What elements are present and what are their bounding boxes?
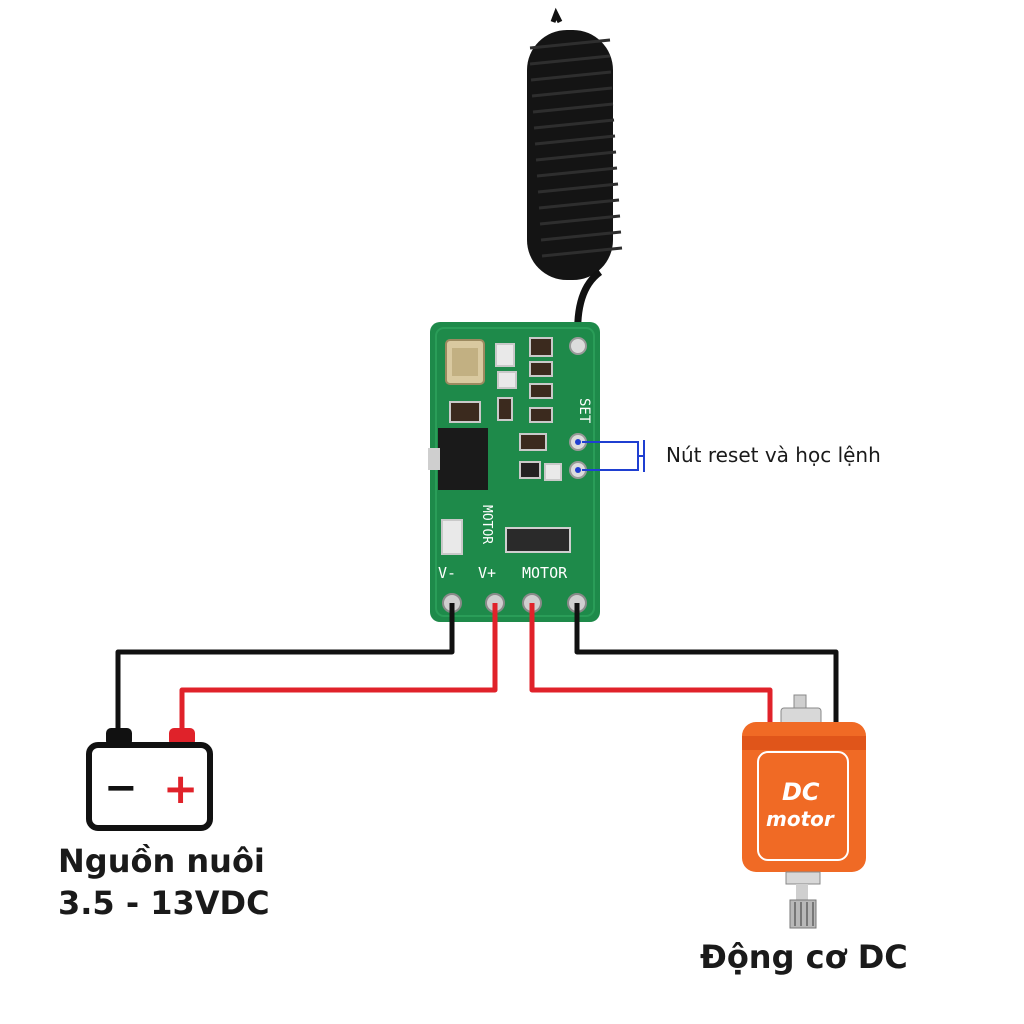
voltage-regulator [438, 428, 488, 490]
motor-logo-dc: DC [782, 778, 820, 806]
battery-minus-sign: − [104, 765, 138, 811]
antenna-spring [527, 7, 623, 341]
silk-motor-vertical: MOTOR [479, 505, 494, 544]
wire-motor1-red [529, 603, 773, 722]
wires [115, 603, 839, 732]
dc-motor-icon: DC motor [742, 694, 866, 929]
diode-component [505, 527, 571, 553]
wire-vminus-black [115, 603, 455, 732]
battery-icon: − + [86, 728, 213, 831]
receiver-pcb: SET MOTOR V- V+ MOTOR [428, 322, 600, 622]
smd-components [441, 337, 562, 555]
silk-vminus: V- [438, 564, 456, 582]
silk-set: SET [576, 398, 592, 424]
silk-motor: MOTOR [522, 564, 568, 582]
antenna-pad [569, 337, 587, 355]
wire-vplus-red [179, 603, 498, 732]
reset-button-label: Nút reset và học lệnh [666, 443, 881, 467]
motor-logo-motor: motor [766, 807, 835, 831]
power-supply-title: Nguồn nuôi [58, 842, 265, 880]
power-supply-range: 3.5 - 13VDC [58, 884, 270, 922]
wire-motor2-black [574, 603, 839, 722]
reset-annotation [582, 440, 645, 472]
motor-title: Động cơ DC [700, 938, 908, 976]
silk-vplus: V+ [478, 564, 496, 582]
battery-plus-sign: + [163, 764, 198, 813]
